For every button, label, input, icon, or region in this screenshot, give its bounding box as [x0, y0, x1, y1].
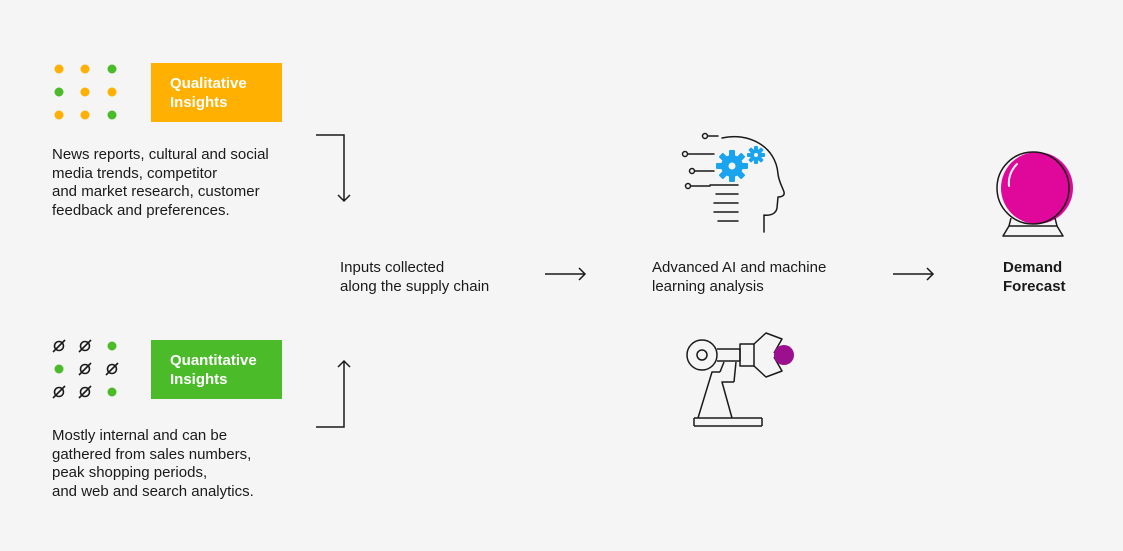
quantitative-dots-icon — [52, 339, 119, 399]
qualitative-dots-icon — [54, 64, 117, 120]
qualitative-description: News reports, cultural and social media … — [52, 146, 269, 219]
quantitative-insights-title: Quantitative Insights — [170, 351, 257, 388]
crystal-ball-icon — [996, 151, 1073, 237]
analysis-to-forecast-arrow-icon — [893, 267, 935, 281]
ai-head-with-gears-icon — [681, 132, 785, 233]
quantitative-description: Mostly internal and can be gathered from… — [52, 427, 254, 500]
demand-forecast-label: Demand Forecast — [1003, 259, 1066, 295]
inputs-to-analysis-arrow-icon — [545, 267, 587, 281]
quantitative-insights-badge: Quantitative Insights — [151, 340, 282, 399]
inputs-collected-label: Inputs collected along the supply chain — [340, 259, 490, 295]
analysis-label: Advanced AI and machine learning analysi… — [652, 259, 827, 295]
top-connector-arrow-icon — [316, 134, 351, 203]
qualitative-insights-title: Qualitative Insights — [170, 74, 247, 111]
qualitative-insights-badge: Qualitative Insights — [151, 63, 282, 122]
bottom-connector-arrow-icon — [316, 359, 351, 428]
robotic-arm-icon — [686, 332, 794, 427]
